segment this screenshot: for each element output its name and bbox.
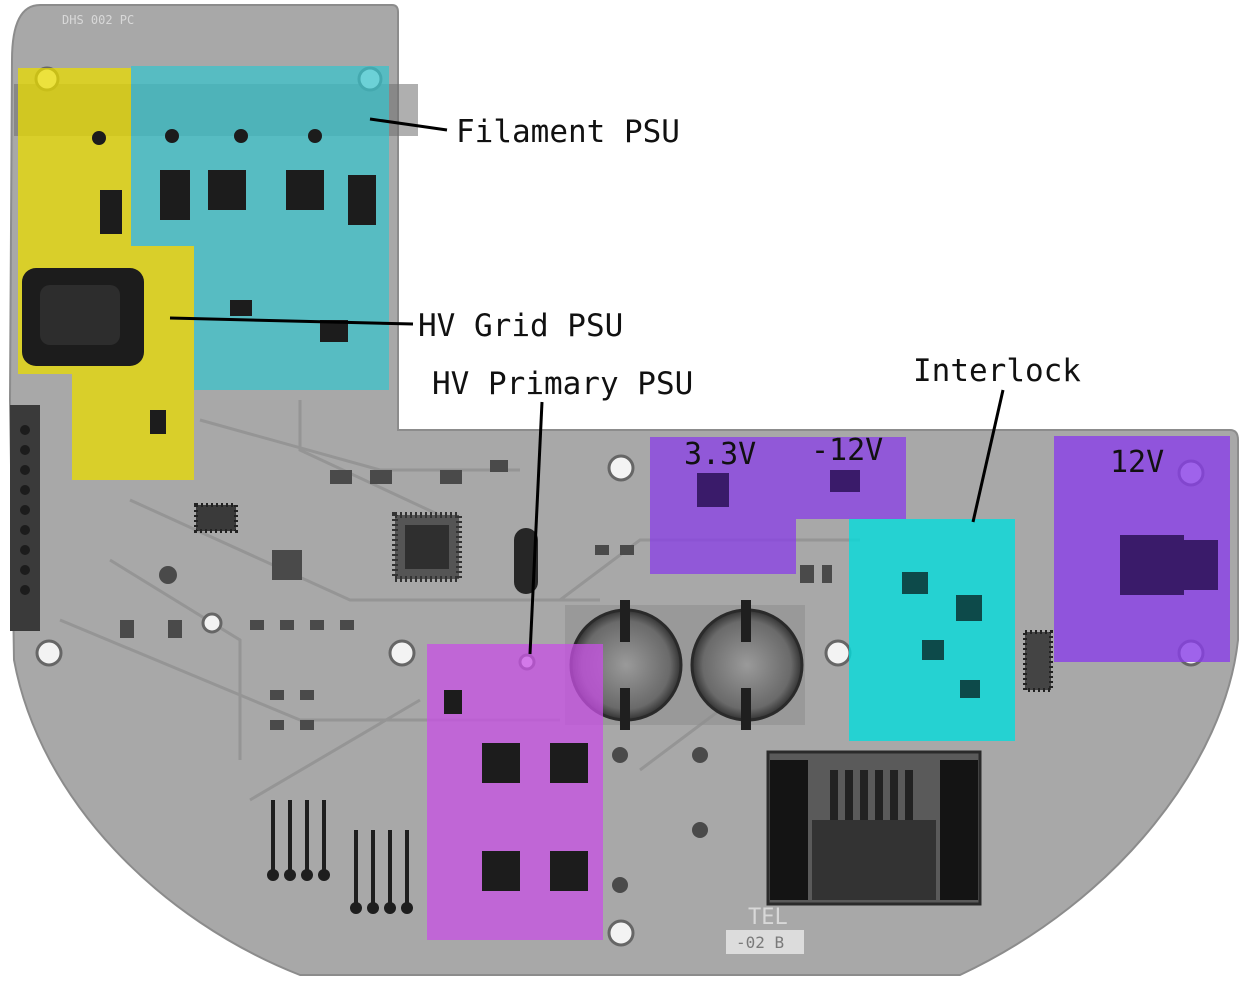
- silkscreen-bottom: -02 B: [736, 933, 784, 952]
- silkscreen-top: DHS 002 PC: [62, 13, 134, 27]
- filament-psu-label: Filament PSU: [456, 114, 680, 150]
- filament-psu-region: [131, 66, 389, 390]
- left-connector: [10, 405, 40, 631]
- v12-label: 12V: [1110, 445, 1165, 480]
- vneg12-label: -12V: [811, 433, 884, 468]
- small-ic: [194, 503, 238, 533]
- microcontroller-chip: [392, 512, 462, 582]
- interlock-label: Interlock: [913, 353, 1081, 389]
- interlock-region: [849, 519, 1015, 741]
- hv-grid-psu-leader: [169, 316, 414, 326]
- silkscreen: DHS 002 PC -02 B TEL: [62, 13, 804, 954]
- hv-grid-psu-label: HV Grid PSU: [418, 308, 624, 344]
- v33-label: 3.3V: [684, 437, 757, 472]
- filament-psu-leader: [369, 117, 448, 132]
- interlock-ic: [1023, 630, 1053, 692]
- pin-headers: [271, 800, 409, 905]
- rj-connector: [766, 750, 982, 906]
- smd-components: [120, 460, 832, 893]
- hv-primary-psu-label: HV Primary PSU: [432, 366, 694, 402]
- interlock-leader: [971, 389, 1005, 523]
- pin-header-pads: [267, 869, 413, 914]
- callout-lines: [169, 117, 1005, 655]
- electrolytic-capacitors: [565, 600, 805, 730]
- hv-primary-psu-region: [427, 644, 603, 940]
- silkscreen-logo: TEL: [748, 905, 788, 930]
- hv-primary-psu-leader: [528, 401, 544, 655]
- power-rail-regions: [650, 436, 1230, 662]
- crystal-oscillator: [514, 528, 538, 594]
- hv-grid-psu-region: [18, 68, 194, 480]
